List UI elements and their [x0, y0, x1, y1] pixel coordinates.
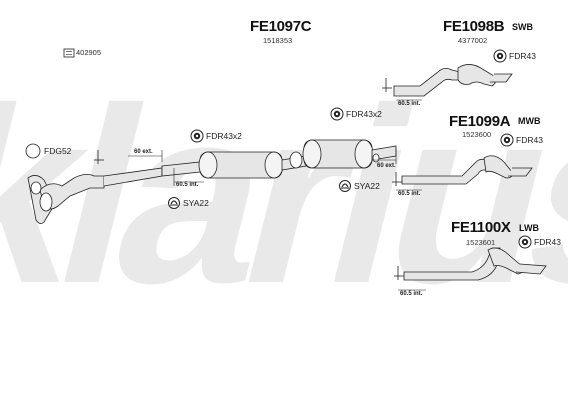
variant-mwb: MWB [518, 116, 541, 126]
fdr43x2-rear-label: FDR43x2 [346, 109, 382, 119]
variant-lwb: LWB [519, 223, 539, 233]
dimension-mwb-int: 60.5 int. [398, 191, 421, 197]
dimension-front-int: 60.5 int. [176, 182, 199, 188]
kit-code-fe1097c: FE1097C [250, 18, 312, 35]
mwb-tailpipe [392, 155, 533, 186]
fdr43-mwb-icon [500, 133, 514, 147]
ref-box-number: 402905 [76, 48, 102, 57]
sya22-front-label: SYA22 [183, 198, 209, 208]
fdr43-swb-label: FDR43 [509, 51, 536, 61]
centre-silencer-assembly [302, 139, 397, 169]
fdr43-swb-icon [493, 49, 507, 63]
dimension-front-ext: 60 ext. [134, 149, 153, 155]
dimension-rear-ext: 60 ext. [377, 163, 396, 169]
sya22-front-icon [168, 197, 180, 209]
sya22-rear-icon [339, 180, 351, 192]
fdr43-lwb-label: FDR43 [534, 237, 561, 247]
variant-swb: SWB [512, 22, 533, 32]
dimension-lines [128, 99, 426, 291]
fdr43x2-rear-icon [330, 107, 344, 121]
fdr43-lwb-icon [518, 235, 532, 249]
kit-code-fe1100x: FE1100X [451, 219, 511, 236]
fdg52-icon [25, 143, 41, 159]
fdr43x2-front-label: FDR43x2 [206, 131, 242, 141]
sya22-rear-label: SYA22 [354, 181, 380, 191]
catalyst-downpipe [27, 150, 163, 224]
dimension-lwb-int: 60.5 int. [400, 291, 423, 297]
dimension-swb-int: 60.5 int. [398, 101, 421, 107]
ref-box-icon [63, 48, 75, 58]
watermark-text: klarius [0, 55, 568, 335]
swb-tailpipe [382, 64, 513, 97]
front-silencer-assembly [161, 151, 307, 179]
oe-number-fe1097c: 1518353 [263, 36, 293, 45]
fdr43-mwb-label: FDR43 [516, 135, 543, 145]
oe-number-fe1100x: 1523601 [466, 238, 496, 247]
fdg52-label: FDG52 [44, 146, 72, 156]
oe-number-fe1099a: 1523600 [462, 130, 492, 139]
oe-number-fe1098b: 4377002 [458, 36, 488, 45]
kit-code-fe1099a: FE1099A [449, 113, 511, 130]
fdr43x2-front-icon [190, 129, 204, 143]
lwb-tailpipe [394, 247, 547, 281]
kit-code-fe1098b: FE1098B [443, 18, 505, 35]
